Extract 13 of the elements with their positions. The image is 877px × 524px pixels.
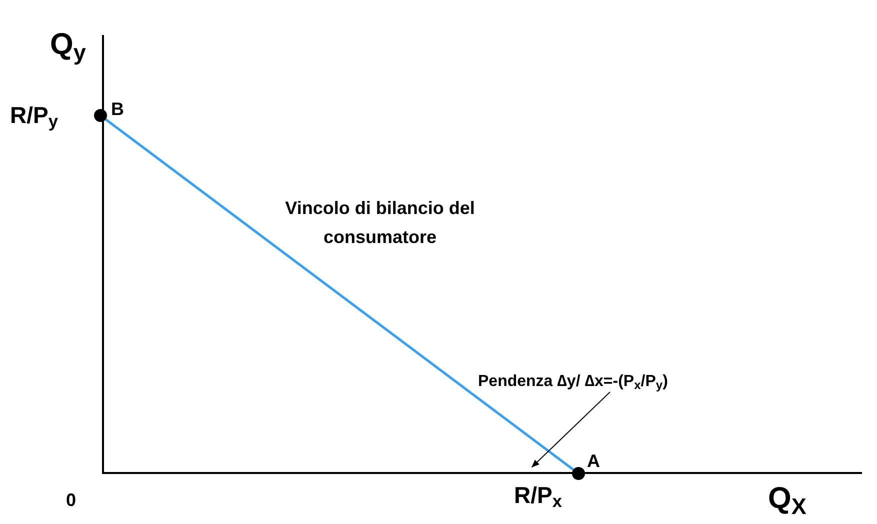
point-label: B (111, 100, 124, 118)
slope-annotation: Pendenza ∆y/ ∆x=-(P$_{x}$/P$_{y}$) (478, 370, 668, 394)
leader-arrow (531, 392, 610, 468)
point-marker (572, 467, 585, 480)
axis-label: Q$_{X}$ (768, 481, 806, 521)
axis-label: Q$_{y}$ (50, 27, 86, 67)
axis-label: R/P$_{x}$ (514, 481, 562, 512)
axis-label: Vincolo di bilancio del consumatore (284, 197, 476, 249)
axis-label: R/P$_{y}$ (10, 101, 58, 132)
point-marker (94, 109, 107, 122)
axis-label: 0 (66, 489, 76, 512)
budget-line (104, 118, 574, 471)
point-label: A (587, 452, 600, 470)
